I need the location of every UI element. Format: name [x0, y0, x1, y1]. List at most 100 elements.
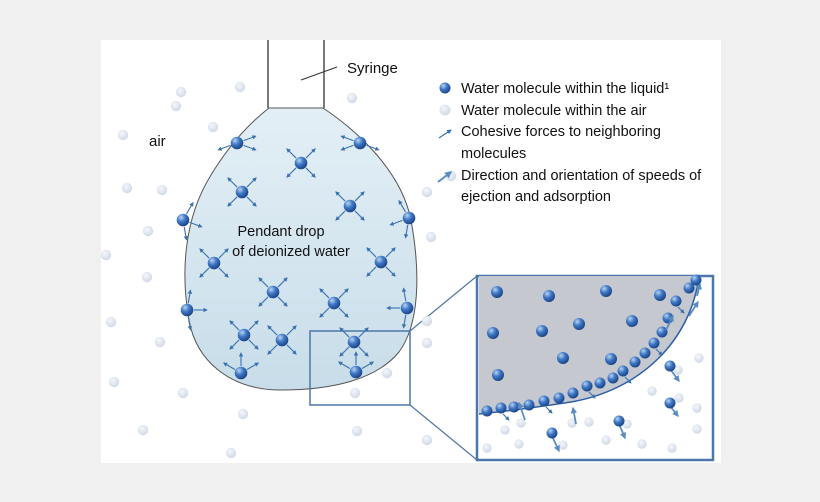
- inset-air-molecule: [637, 439, 647, 449]
- force-arrow: [335, 191, 346, 202]
- force-arrow: [319, 307, 330, 318]
- syringe-needle: [267, 40, 338, 108]
- surface-molecule: [567, 387, 579, 399]
- force-arrow: [222, 362, 236, 370]
- force-arrow: [246, 196, 257, 207]
- inset-magnification: [475, 274, 715, 462]
- air-molecule: [101, 249, 112, 261]
- liquid-molecule: [266, 285, 280, 299]
- inset-air-molecule: [673, 365, 683, 375]
- force-arrow: [403, 224, 409, 239]
- air-molecule: [175, 86, 187, 98]
- force-arrow: [339, 346, 350, 357]
- force-arrow: [246, 177, 257, 188]
- surface-molecule: [690, 274, 702, 286]
- liquid-molecule: [349, 365, 363, 379]
- air-molecule: [141, 271, 153, 283]
- inset-liquid-molecule: [605, 353, 617, 365]
- force-arrow: [339, 327, 350, 338]
- inset-liquid-molecule: [487, 327, 499, 339]
- liquid-molecule: [402, 211, 416, 225]
- inset-air-molecule: [667, 443, 677, 453]
- speed-arrow: [570, 406, 578, 425]
- force-arrow: [389, 219, 403, 226]
- force-arrow: [338, 307, 349, 318]
- inset-air-molecule: [584, 417, 594, 427]
- speed-arrow: [688, 300, 699, 317]
- surface-molecule: [495, 402, 507, 414]
- inset-liquid-molecule: [600, 285, 612, 297]
- inset-liquid-molecule: [654, 289, 666, 301]
- air-molecule: [225, 447, 237, 459]
- air-molecule: [421, 434, 433, 446]
- surface-molecule: [629, 356, 641, 368]
- legend-label-1: Water molecule within the liquid¹: [461, 81, 669, 97]
- drop-label-line1: Pendant drop: [237, 224, 324, 240]
- force-arrow: [305, 148, 316, 159]
- force-arrow: [277, 296, 288, 307]
- air-molecule: [381, 367, 393, 379]
- liquid-molecule: [235, 185, 249, 199]
- air-molecule: [346, 92, 358, 104]
- force-arrow: [655, 348, 663, 356]
- force-arrow: [354, 210, 365, 221]
- force-arrow: [338, 288, 349, 299]
- force-arrow: [218, 248, 229, 259]
- liquid-molecule: [230, 136, 244, 150]
- force-arrow: [258, 296, 269, 307]
- liquid-molecule: [294, 156, 308, 170]
- force-arrow: [340, 144, 354, 151]
- surface-molecule: [594, 377, 606, 389]
- air-molecule: [207, 121, 219, 133]
- liquid-molecule: [327, 296, 341, 310]
- air-molecule: [237, 408, 249, 420]
- force-arrow: [227, 196, 238, 207]
- inset-liquid-molecule: [492, 369, 504, 381]
- speed-arrow: [517, 401, 526, 421]
- force-arrow: [286, 167, 297, 178]
- force-arrow: [187, 316, 193, 331]
- inset-air-molecules: [482, 353, 704, 453]
- air-molecule: [121, 182, 133, 194]
- zoom-region: [309, 330, 411, 406]
- force-arrow: [319, 288, 330, 299]
- force-arrow: [340, 135, 354, 142]
- liquid-molecule: [353, 136, 367, 150]
- air-molecule: [154, 336, 166, 348]
- liquid-molecule: [234, 366, 248, 380]
- surface-molecule: [538, 395, 550, 407]
- force-arrow: [189, 221, 203, 228]
- force-arrow: [358, 346, 369, 357]
- speed-arrow: [695, 282, 702, 297]
- pale-sphere-icon: [439, 104, 451, 116]
- air-molecules: [101, 81, 457, 459]
- liquid-molecule: [207, 256, 221, 270]
- force-arrow: [588, 391, 596, 399]
- inset-air-molecule: [500, 425, 510, 435]
- force-arrow: [305, 167, 316, 178]
- force-arrow: [243, 144, 257, 151]
- force-arrow: [286, 344, 297, 355]
- surface-molecule: [656, 326, 668, 338]
- legend-label-3a: Cohesive forces to neighboring: [461, 124, 661, 140]
- force-arrow: [199, 267, 210, 278]
- large-arrow-icon: [437, 171, 453, 183]
- inset-liquid-molecule: [573, 318, 585, 330]
- inset-air-molecule: [567, 418, 577, 428]
- inset-air-molecule: [694, 353, 704, 363]
- force-arrow: [227, 177, 238, 188]
- ejected-molecule: [546, 427, 558, 439]
- air-molecule: [421, 315, 433, 327]
- force-arrow: [401, 287, 407, 302]
- force-arrow: [354, 191, 365, 202]
- force-arrow: [502, 413, 510, 421]
- inset-air-molecule: [516, 418, 526, 428]
- liquid-molecule: [374, 255, 388, 269]
- legend-label-4a: Direction and orientation of speeds of: [461, 168, 702, 184]
- force-arrow: [186, 201, 194, 215]
- speed-arrow: [665, 314, 674, 331]
- force-arrow: [624, 376, 632, 384]
- surface-molecule: [617, 365, 629, 377]
- inset-air-molecule: [692, 403, 702, 413]
- liquid-molecule: [400, 301, 414, 315]
